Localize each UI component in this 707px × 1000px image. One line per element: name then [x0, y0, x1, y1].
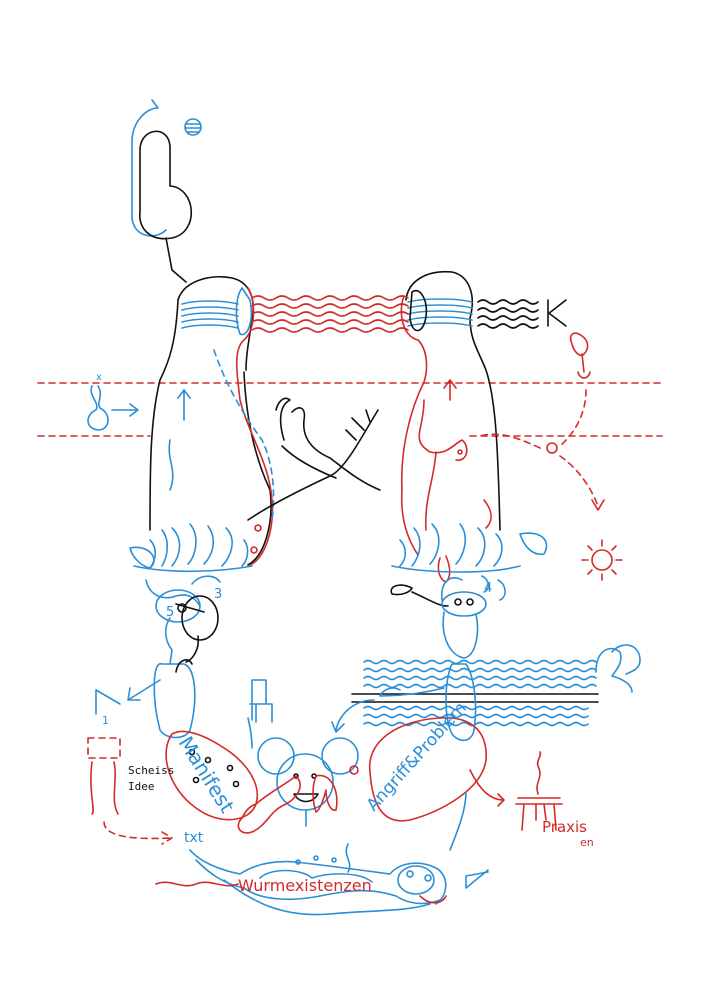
small-blob-figure [87, 385, 139, 431]
wurmexistenzen-label: Wurmexistenzen [238, 876, 372, 895]
table-icon [515, 751, 563, 831]
brush-icon [479, 332, 605, 511]
number-1-label: 1 [102, 714, 109, 727]
idee-label: Idee [128, 780, 155, 793]
manifest-label: Manifest [174, 732, 240, 817]
mouse-head-icon [237, 737, 359, 834]
left-lower-head [145, 575, 221, 665]
blue-hatch-band [351, 659, 599, 727]
number-5-label: 5 [166, 605, 174, 620]
right-leaf-row [390, 523, 548, 607]
reaching-hands [247, 397, 381, 521]
pill-figure-icon [131, 99, 202, 283]
left-leaf-row [129, 523, 253, 573]
worm-body [155, 843, 447, 916]
red-bracket-figure [87, 737, 173, 845]
number-4-label: 4 [484, 581, 492, 596]
red-wave-bridge [251, 295, 409, 333]
number-3-label: 3 [214, 587, 222, 602]
right-figure [400, 270, 501, 583]
dashed-horizon-lines [37, 382, 663, 437]
sun-icon [581, 539, 623, 581]
paired-heads-icon [595, 644, 641, 693]
right-lower-body [331, 663, 505, 851]
left-figure [149, 276, 275, 566]
scheiss-label: Scheiss [128, 764, 174, 777]
txt-label: txt [184, 830, 204, 846]
praxis-suffix-label: en [580, 836, 594, 849]
black-wave-lines [477, 299, 567, 329]
right-lower-head [441, 575, 506, 659]
chair-icon [247, 679, 273, 749]
corner-mark-icon [95, 689, 489, 889]
praxis-label: Praxis [542, 818, 587, 836]
mark-x-label: x [96, 372, 102, 383]
